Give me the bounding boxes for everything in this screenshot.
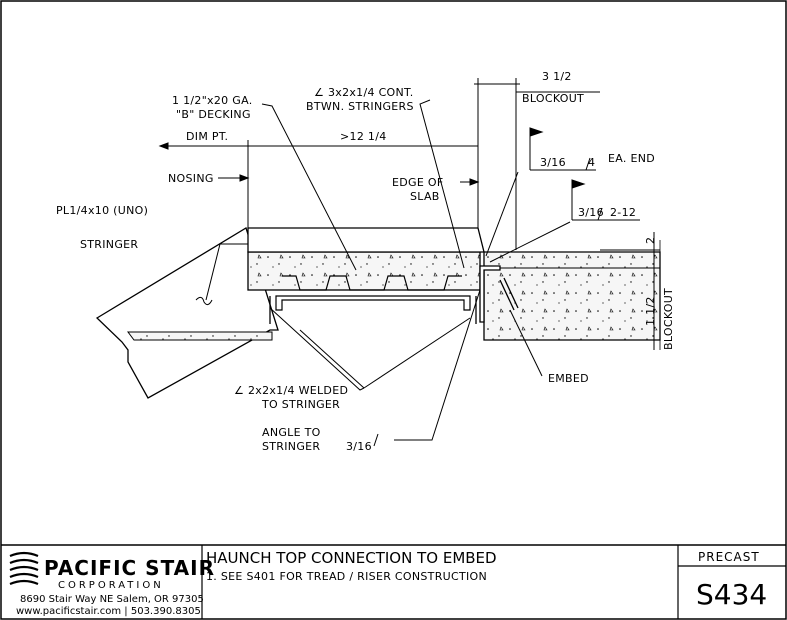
label-weld-2-size: 3/16 — [578, 206, 604, 219]
label-blockout-top: BLOCKOUT — [522, 92, 584, 105]
label-weld-3-size: 3/16 — [346, 440, 372, 453]
label-stringer: STRINGER — [80, 238, 138, 251]
company-logo-icon — [9, 551, 39, 586]
label-dim-3-5: 3 1/2 — [542, 70, 572, 83]
label-angle-cont-2: BTWN. STRINGERS — [306, 100, 414, 113]
break-mark — [195, 296, 213, 306]
label-angle-cont-1: ∠ 3x2x1/4 CONT. — [314, 86, 414, 99]
label-decking-1: 1 1/2"x20 GA. — [172, 94, 253, 107]
stringer-plate-bottom — [127, 331, 273, 341]
label-weld-1-len: 4 — [588, 156, 595, 169]
title-block: PACIFIC STAIR CORPORATION 8690 Stair Way… — [1, 544, 786, 619]
tread-top — [247, 227, 485, 253]
label-angle-to-1: ANGLE TO — [262, 426, 321, 439]
label-plate: PL1/4x10 (UNO) — [56, 204, 148, 217]
drawing-labels: 1 1/2"x20 GA. "B" DECKING ∠ 3x2x1/4 CONT… — [56, 70, 675, 453]
label-embed: EMBED — [548, 372, 589, 385]
label-weld-2-len: 2-12 — [610, 206, 636, 219]
drawing-title: HAUNCH TOP CONNECTION TO EMBED — [206, 549, 497, 567]
decking-profile — [275, 295, 471, 311]
label-blockout-side: BLOCKOUT — [662, 288, 675, 350]
drawing-note: 1. SEE S401 FOR TREAD / RISER CONSTRUCTI… — [206, 570, 487, 583]
label-dim-2: 2 — [644, 237, 657, 244]
company-address: 8690 Stair Way NE Salem, OR 97305 — [20, 594, 204, 605]
company-contact: www.pacificstair.com | 503.390.8305 — [16, 606, 201, 617]
decking-flutes — [282, 275, 462, 291]
label-dim-pt: DIM PT. — [186, 130, 228, 143]
label-dim-1-5: 1 1/2 — [644, 296, 657, 326]
sheet-number: S434 — [696, 578, 767, 611]
company-name: PACIFIC STAIR — [44, 556, 215, 580]
label-edge-2: SLAB — [410, 190, 440, 203]
label-angle-to-2: STRINGER — [262, 440, 320, 453]
company-corporation: CORPORATION — [58, 580, 164, 591]
label-weld-1-size: 3/16 — [540, 156, 566, 169]
label-decking-2: "B" DECKING — [176, 108, 251, 121]
label-angle-welded-1: ∠ 2x2x1/4 WELDED — [234, 384, 348, 397]
embed-angle — [479, 265, 501, 323]
drawing-category: PRECAST — [698, 550, 760, 564]
label-ea-end: EA. END — [608, 152, 655, 165]
landing-slab — [483, 251, 661, 341]
label-edge-1: EDGE OF — [392, 176, 443, 189]
label-dim-12: >12 1/4 — [340, 130, 387, 143]
detail-drawing — [95, 78, 661, 447]
label-nosing: NOSING — [168, 172, 214, 185]
label-angle-welded-2: TO STRINGER — [261, 398, 340, 411]
